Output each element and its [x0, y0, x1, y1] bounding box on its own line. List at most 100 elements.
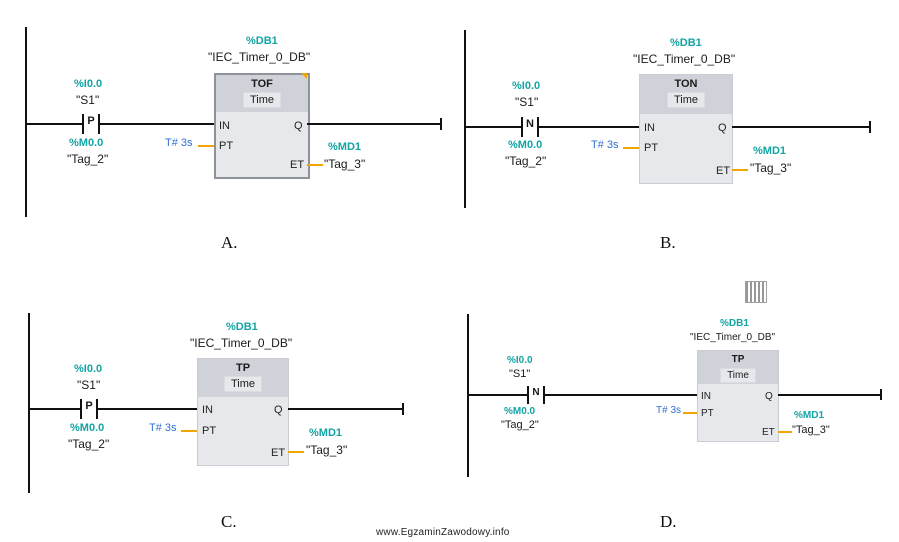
contact-address: %I0.0 [512, 80, 541, 92]
timer-type: TP [731, 354, 745, 365]
ez-info-logo [745, 281, 767, 303]
rung-end [869, 121, 871, 133]
timer-block[interactable]: TON Time IN PT Q ET [639, 74, 733, 184]
option-label: D. [660, 512, 677, 531]
instance-db-name: "IEC_Timer_0_DB" [208, 50, 311, 64]
contact-type: N [532, 387, 540, 398]
pin-in: IN [219, 120, 230, 132]
rung-wire-mid [100, 123, 215, 125]
pin-q: Q [718, 122, 727, 134]
et-address: %MD1 [753, 145, 787, 157]
pin-in: IN [701, 391, 711, 402]
rung-wire-mid [545, 394, 697, 396]
et-connector [288, 451, 304, 453]
power-rail [28, 313, 30, 493]
contact-tag: "S1" [76, 93, 100, 107]
contact-address: %I0.0 [74, 78, 103, 90]
pin-pt: PT [202, 425, 217, 437]
instance-db-name: "IEC_Timer_0_DB" [690, 332, 776, 343]
timer-block[interactable]: TOF Time IN PT Q ET [214, 73, 310, 179]
timer-block[interactable]: TP Time IN PT Q ET [197, 358, 289, 466]
timer-block-header: TOF Time [216, 75, 308, 112]
option-label: B. [660, 233, 676, 252]
instance-db-name: "IEC_Timer_0_DB" [190, 336, 293, 350]
et-tag: "Tag_3" [306, 443, 348, 457]
contact-address: %I0.0 [507, 355, 533, 366]
et-address: %MD1 [328, 141, 362, 153]
et-connector [307, 164, 323, 166]
pin-et: ET [762, 427, 775, 438]
edge-memory-tag: "Tag_2" [501, 419, 539, 431]
rung-wire-left [465, 126, 522, 128]
diagram-b: N %I0.0 "S1" %M0.0 "Tag_2" %DB1 "IEC_Tim… [0, 0, 899, 260]
pin-q: Q [274, 404, 283, 416]
timer-block-header: TON Time [640, 75, 732, 114]
contact-left-bar [80, 399, 82, 419]
et-tag: "Tag_3" [750, 161, 792, 175]
pt-connector [181, 430, 197, 432]
edge-memory-tag: "Tag_2" [68, 437, 110, 451]
power-rail [464, 30, 466, 208]
pin-q: Q [294, 120, 303, 132]
instance-db-address: %DB1 [246, 35, 278, 47]
contact-tag: "S1" [509, 368, 531, 380]
rung-end [440, 118, 442, 130]
contact-right-bar [537, 117, 539, 137]
pt-connector [623, 147, 639, 149]
timer-subtype: Time [720, 368, 756, 383]
instance-db-address: %DB1 [720, 318, 749, 329]
timer-block[interactable]: TP Time IN PT Q ET [697, 350, 779, 442]
contact-left-bar [527, 386, 529, 404]
pt-constant: T# 3s [656, 405, 682, 416]
pin-pt: PT [219, 140, 234, 152]
pin-et: ET [271, 447, 286, 459]
timer-subtype: Time [223, 376, 263, 392]
instance-db-name: "IEC_Timer_0_DB" [633, 52, 736, 66]
instance-db-address: %DB1 [226, 321, 258, 333]
option-label: A. [221, 233, 238, 252]
pt-constant: T# 3s [591, 139, 619, 151]
pt-connector [683, 412, 697, 414]
pt-connector [198, 145, 214, 147]
timer-subtype: Time [242, 92, 282, 108]
et-address: %MD1 [794, 410, 825, 421]
timer-subtype: Time [666, 92, 706, 108]
timer-block-header: TP Time [198, 359, 288, 397]
edge-memory-tag: "Tag_2" [67, 152, 109, 166]
et-address: %MD1 [309, 427, 343, 439]
pt-constant: T# 3s [149, 422, 177, 434]
et-connector [778, 431, 792, 433]
contact-address: %I0.0 [74, 363, 103, 375]
power-rail [25, 27, 27, 217]
rung-wire-left [468, 394, 528, 396]
contact-type: N [526, 118, 534, 130]
contact-tag: "S1" [515, 95, 539, 109]
edge-memory-address: %M0.0 [69, 137, 104, 149]
rung-wire-right [778, 394, 881, 396]
edge-memory-address: %M0.0 [70, 422, 105, 434]
et-tag: "Tag_3" [792, 424, 830, 436]
pin-in: IN [644, 122, 655, 134]
pin-pt: PT [644, 142, 659, 154]
rung-wire-left [29, 408, 81, 410]
et-connector [732, 169, 748, 171]
pin-pt: PT [701, 408, 714, 419]
option-label: C. [221, 512, 237, 531]
rung-end [402, 403, 404, 415]
contact-right-bar [96, 399, 98, 419]
rung-wire-right [307, 123, 441, 125]
timer-type: TON [674, 78, 698, 90]
rung-wire-mid [98, 408, 198, 410]
contact-tag: "S1" [77, 378, 101, 392]
pin-et: ET [716, 165, 731, 177]
contact-left-bar [82, 114, 84, 134]
block-selection-corner [301, 73, 307, 79]
contact-right-bar [98, 114, 100, 134]
diagram-a: P %I0.0 "S1" %M0.0 "Tag_2" %DB1 "IEC_Tim… [0, 0, 450, 260]
pin-in: IN [202, 404, 213, 416]
watermark: www.EgzaminZawodowy.info [376, 527, 510, 538]
pt-constant: T# 3s [165, 137, 193, 149]
edge-memory-tag: "Tag_2" [505, 154, 547, 168]
contact-type: P [87, 115, 95, 127]
